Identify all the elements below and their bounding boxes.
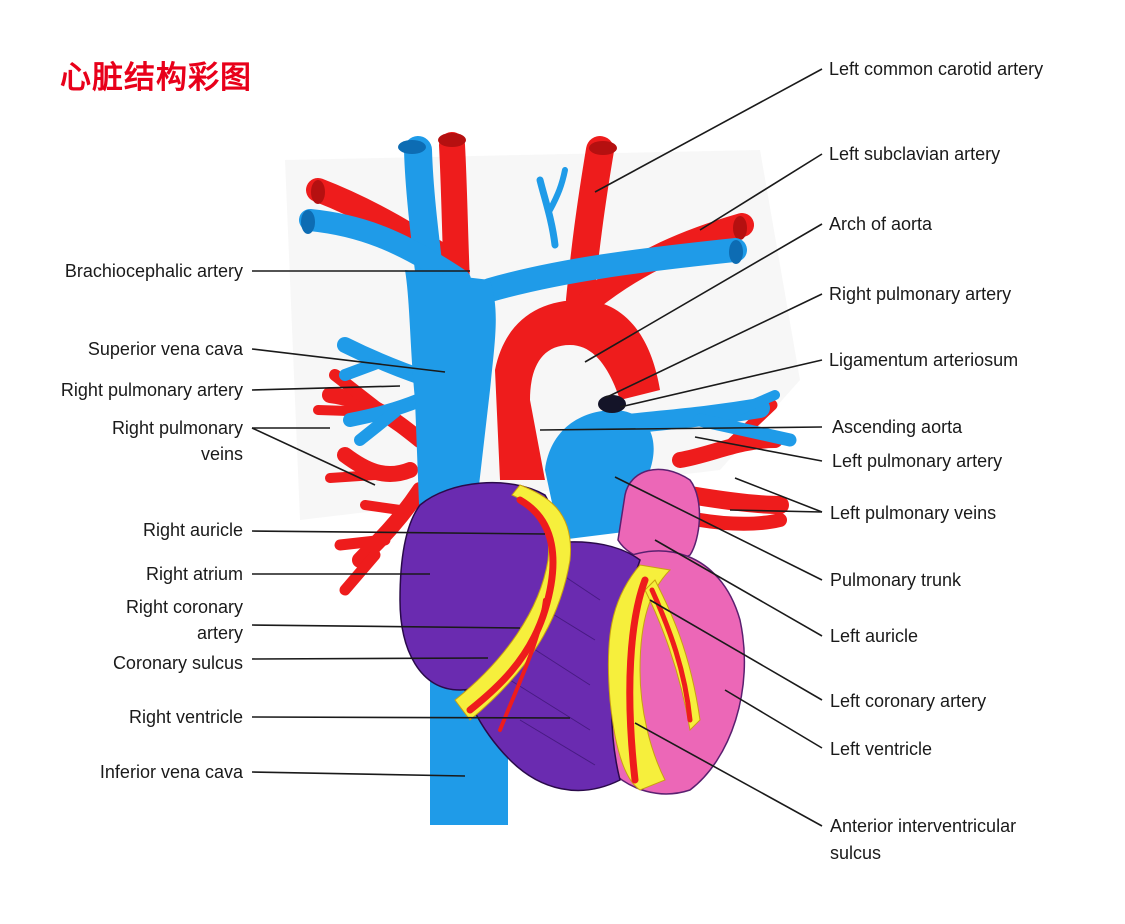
label-pulmonary-trunk: Pulmonary trunk [830, 570, 962, 590]
label-ligamentum-arteriosum: Ligamentum arteriosum [829, 350, 1019, 370]
label-brachiocephalic-artery: Brachiocephalic artery [64, 261, 243, 281]
label-right-auricle: Right auricle [142, 520, 243, 540]
label-right-pulmonary-veins-line2: veins [200, 444, 243, 464]
label-left-pulmonary-veins: Left pulmonary veins [830, 503, 997, 523]
label-ascending-aorta: Ascending aorta [832, 417, 963, 437]
label-inferior-vena-cava: Inferior vena cava [99, 762, 243, 782]
vessel-end [733, 216, 747, 240]
label-right-pulmonary-artery-right: Right pulmonary artery [829, 284, 1012, 304]
vessel-end [398, 140, 426, 154]
label-left-coronary-artery: Left coronary artery [830, 691, 987, 711]
vessel-end [589, 141, 617, 155]
vessel-end [729, 240, 743, 264]
label-anterior-interventricular-sulcus-line1: Anterior interventricular [830, 816, 1017, 836]
label-left-ventricle: Left ventricle [830, 739, 933, 759]
label-superior-vena-cava: Superior vena cava [87, 339, 243, 359]
label-right-atrium: Right atrium [145, 564, 243, 584]
page-title: 心脏结构彩图 [60, 60, 252, 96]
label-right-pulmonary-veins-line1: Right pulmonary [111, 418, 243, 438]
label-left-pulmonary-artery: Left pulmonary artery [832, 451, 1003, 471]
label-anterior-interventricular-sulcus-line2: sulcus [830, 843, 882, 863]
label-left-common-carotid-artery: Left common carotid artery [829, 59, 1044, 79]
label-left-subclavian-artery: Left subclavian artery [829, 144, 1001, 164]
label-right-coronary-artery-line1: Right coronary [125, 597, 243, 617]
label-arch-of-aorta: Arch of aorta [829, 214, 933, 234]
label-right-ventricle: Right ventricle [128, 707, 243, 727]
vessel-end [301, 210, 315, 234]
label-right-coronary-artery-line2: artery [196, 623, 243, 643]
label-left-auricle: Left auricle [830, 626, 919, 646]
label-coronary-sulcus: Coronary sulcus [112, 653, 243, 673]
ligamentum-arteriosum [598, 395, 626, 413]
vessel-end [438, 133, 466, 147]
left-auricle [617, 468, 701, 563]
superior-vena-cava [405, 270, 496, 530]
vessel-end [311, 180, 325, 204]
label-right-pulmonary-artery: Right pulmonary artery [60, 380, 243, 400]
